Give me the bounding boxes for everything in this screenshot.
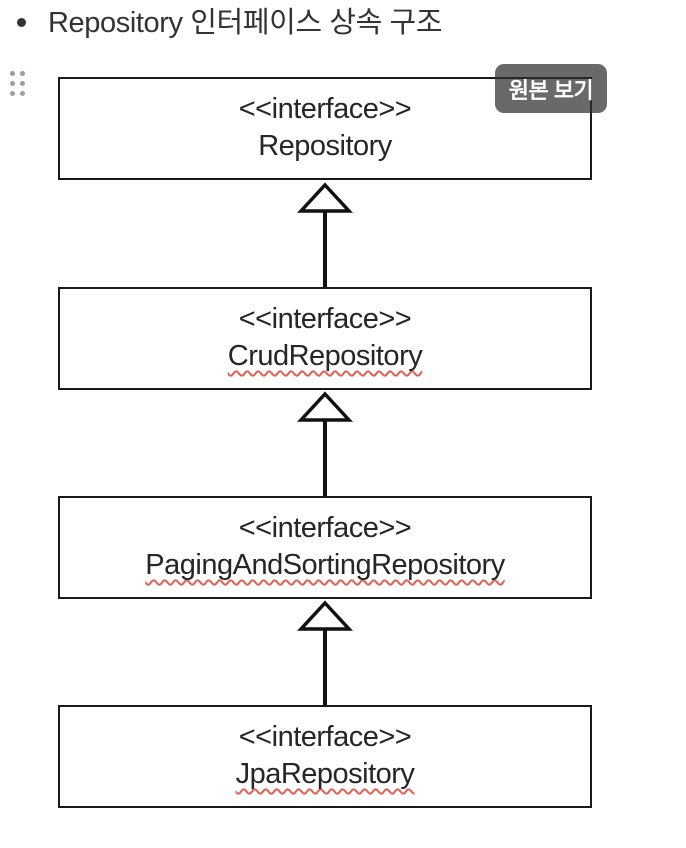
drag-handle-dot <box>20 71 25 76</box>
drag-handle-dot <box>20 91 25 96</box>
uml-box-pagingandsortingrepository: <<interface>> PagingAndSortingRepository <box>58 496 592 599</box>
drag-handle-dot <box>10 71 15 76</box>
drag-handle-dot <box>10 91 15 96</box>
interface-name: JpaRepository <box>235 758 415 790</box>
interface-name: PagingAndSortingRepository <box>145 549 505 581</box>
inheritance-arrow-icon <box>297 600 353 706</box>
interface-name: CrudRepository <box>227 340 423 372</box>
interface-name: Repository <box>258 130 392 162</box>
inheritance-arrow-icon <box>297 391 353 497</box>
view-original-button[interactable]: 원본 보기 <box>495 64 607 113</box>
inheritance-arrow-icon <box>297 182 353 288</box>
uml-box-crudrepository: <<interface>> CrudRepository <box>58 287 592 390</box>
drag-handle-icon[interactable] <box>10 71 25 96</box>
drag-handle-dot <box>10 81 15 86</box>
uml-box-jparepository: <<interface>> JpaRepository <box>58 705 592 808</box>
page-title: Repository 인터페이스 상속 구조 <box>48 7 443 39</box>
uml-box-repository: <<interface>> Repository <box>58 77 592 180</box>
drag-handle-dot <box>20 81 25 86</box>
bullet-marker <box>17 18 26 27</box>
stereotype-label: <<interface>> <box>238 512 412 544</box>
stereotype-label: <<interface>> <box>238 93 412 125</box>
stereotype-label: <<interface>> <box>238 303 412 335</box>
stereotype-label: <<interface>> <box>238 721 412 753</box>
